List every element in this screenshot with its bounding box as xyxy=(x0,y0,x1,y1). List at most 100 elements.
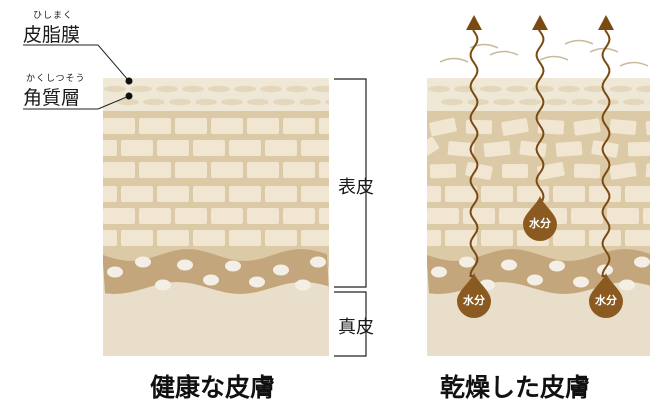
brick-cell xyxy=(625,186,650,202)
droplet-label: 水分 xyxy=(529,216,551,230)
flake-curve xyxy=(439,57,469,63)
brick-cell xyxy=(247,208,279,224)
corneum-cell xyxy=(545,98,567,106)
brick-cell xyxy=(103,208,135,224)
corneum-cell xyxy=(532,85,554,93)
brick-cell xyxy=(211,162,243,178)
brick-cell xyxy=(373,140,405,156)
moisture-path xyxy=(535,28,545,201)
brick-cell xyxy=(103,140,117,156)
moisture-path xyxy=(469,29,479,277)
broken-cell xyxy=(429,163,457,179)
broken-cell xyxy=(519,140,547,158)
brick-cell xyxy=(103,118,135,134)
dermis-label: 真皮 xyxy=(338,317,374,338)
brick-cell xyxy=(67,118,99,134)
brick-cell xyxy=(337,230,369,246)
corneum-cell xyxy=(260,85,282,93)
corneum-leader xyxy=(97,95,130,110)
brick-cell xyxy=(157,230,189,246)
brick-cell xyxy=(427,186,441,202)
sebum-ruby: ひしまく xyxy=(33,11,74,21)
brick-cell xyxy=(319,162,329,178)
corneum-cell xyxy=(506,85,528,93)
brick-cell xyxy=(67,208,99,224)
healthy-skin-caption: 健康な皮膚 xyxy=(150,373,276,402)
brick-cell xyxy=(391,208,423,224)
brick-cell xyxy=(589,186,621,202)
corneum-cell xyxy=(571,98,593,106)
corneum-cell xyxy=(636,85,650,93)
brick-cell xyxy=(157,140,189,156)
corneum-cell xyxy=(584,85,606,93)
broken-cell xyxy=(501,118,529,136)
water-droplet: 水分 xyxy=(589,273,623,318)
brick-cell xyxy=(427,230,441,246)
droplet-label: 水分 xyxy=(463,293,485,307)
brick-cell xyxy=(121,140,153,156)
arrow-head xyxy=(598,15,614,30)
corneum-cell xyxy=(558,85,580,93)
brick-cell xyxy=(139,118,171,134)
brick-cell xyxy=(625,230,650,246)
brick-cell xyxy=(265,186,297,202)
cell-dot xyxy=(225,260,241,272)
corneum-cell xyxy=(117,98,139,106)
brick-cell xyxy=(139,208,171,224)
brick-cell xyxy=(193,186,225,202)
cell-dot xyxy=(295,279,311,291)
cell-dot xyxy=(273,264,289,276)
brick-cell xyxy=(247,162,279,178)
brick-cell xyxy=(229,230,261,246)
brick-cell xyxy=(121,186,153,202)
broken-cell xyxy=(393,161,422,181)
brick-cell xyxy=(193,230,225,246)
cell-dot xyxy=(527,274,543,286)
brick-cell xyxy=(265,230,297,246)
broken-cell xyxy=(427,136,439,162)
brick-cell xyxy=(121,230,153,246)
corneum-cell xyxy=(208,85,230,93)
corneum-cell xyxy=(143,98,165,106)
brick-cell xyxy=(175,162,207,178)
epidermis-label: 表皮 xyxy=(338,177,374,198)
cell-dot xyxy=(573,276,589,288)
corneum-cell xyxy=(104,85,126,93)
epidermis-bracket xyxy=(334,78,367,288)
flake-curve xyxy=(539,55,569,61)
dry-skin-block xyxy=(391,78,650,356)
brick-cell xyxy=(499,208,531,224)
brick-cell xyxy=(517,186,549,202)
brick-cell xyxy=(607,208,639,224)
corneum-cell xyxy=(195,98,217,106)
cell-dot xyxy=(634,256,650,268)
brick-cell xyxy=(139,162,171,178)
brick-cell xyxy=(445,230,477,246)
corneum-cell xyxy=(623,98,645,106)
brick-cell xyxy=(301,230,329,246)
corneum-cell xyxy=(597,98,619,106)
cell-dot xyxy=(249,276,265,288)
water-droplet: 水分 xyxy=(457,273,491,318)
brick-cell xyxy=(643,208,650,224)
sebum-dot xyxy=(125,77,133,85)
brick-cell xyxy=(247,118,279,134)
flake-curve xyxy=(564,39,594,45)
flake-curve xyxy=(489,50,519,56)
brick-cell xyxy=(283,208,315,224)
corneum-cell xyxy=(325,99,329,105)
corneum-cell xyxy=(130,85,152,93)
cell-dot xyxy=(155,279,171,291)
sebum-leader xyxy=(97,44,130,82)
broken-cell xyxy=(447,141,475,157)
healthy-skin-block xyxy=(67,78,405,356)
corneum-cell xyxy=(273,98,295,106)
cell-dot xyxy=(501,259,517,271)
corneum-cell xyxy=(480,85,502,93)
corneum-cell xyxy=(519,98,541,106)
brick-cell xyxy=(301,140,329,156)
broken-cell xyxy=(609,162,637,180)
stratum-corneum-label: 角質層 xyxy=(23,87,81,109)
droplet-shape xyxy=(523,196,557,241)
arrow-head xyxy=(532,15,548,30)
